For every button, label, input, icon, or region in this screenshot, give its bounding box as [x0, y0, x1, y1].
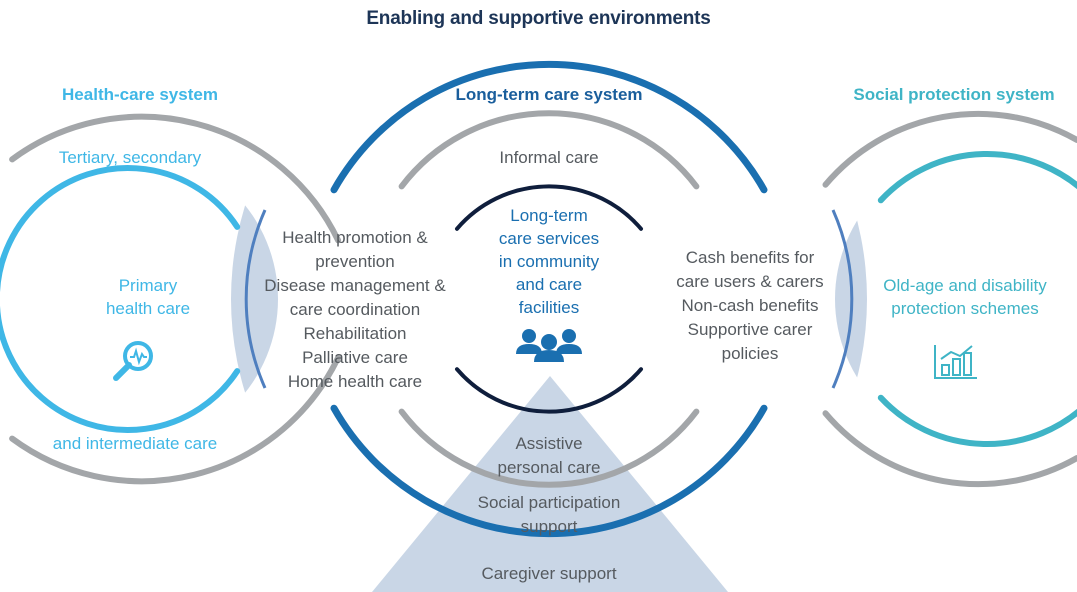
longterm-outer-ring-top	[330, 60, 768, 194]
longterm-inner-ring-bottom	[455, 367, 643, 414]
social-participation-support-label: Social participation support	[477, 493, 621, 536]
longterm-middle-ring-top	[398, 110, 700, 190]
informal-care-label: Informal care	[499, 148, 599, 167]
caregiver-support-label: Caregiver support	[481, 564, 617, 583]
social-lens-edge	[831, 209, 854, 389]
longterm-inner-ring-top	[455, 184, 643, 231]
long-term-care-system-title: Long-term care system	[455, 85, 643, 104]
old-age-disability-schemes-label: Old-age and disability protection scheme…	[883, 276, 1047, 318]
health-outer-ring-bottom	[9, 354, 342, 485]
longterm-middle-ring-bottom	[398, 408, 700, 488]
health-inner-ring-top	[0, 165, 241, 433]
people-group-icon	[516, 329, 582, 362]
assistive-personal-care-label: Assistive personal care	[497, 434, 601, 477]
social-protection-system-title: Social protection system	[853, 85, 1055, 104]
longterm-outer-ring-bottom	[330, 404, 768, 538]
social-outer-ring-top	[822, 110, 1077, 188]
long-term-care-services-label: Long-term care services in community and…	[498, 206, 600, 317]
diagram-title: Enabling and supportive environments	[366, 8, 711, 29]
tertiary-secondary-care-label: Tertiary, secondary	[58, 148, 202, 167]
intermediate-care-label: and intermediate care	[52, 434, 218, 453]
bar-chart-icon	[934, 345, 977, 379]
social-inner-ring	[877, 151, 1077, 447]
health-overlap-services-list: Health promotion & prevention Disease ma…	[264, 228, 446, 391]
magnifier-pulse-icon	[113, 341, 153, 381]
primary-health-care-label: Primary health care	[105, 276, 191, 318]
social-outer-ring-bottom	[822, 410, 1077, 488]
health-outer-ring-top	[9, 113, 342, 244]
health-lens-edge	[244, 209, 267, 389]
health-care-system-title: Health-care system	[62, 85, 218, 104]
social-overlap-benefits-list: Cash benefits for care users & carers No…	[676, 248, 824, 363]
